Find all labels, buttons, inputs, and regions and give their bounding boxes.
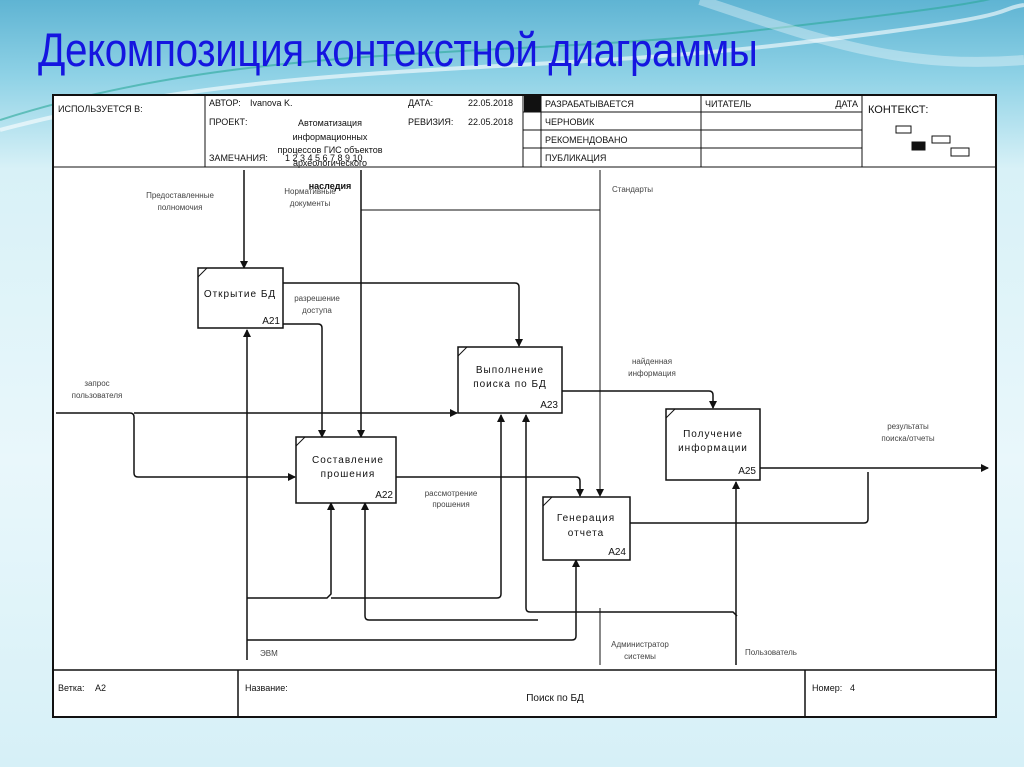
label-access-2: доступа [302, 306, 332, 315]
footer-frame [52, 669, 997, 718]
notes-label: ЗАМЕЧАНИЯ: [209, 153, 268, 163]
label-access-1: разрешение [294, 294, 340, 303]
label-found-info-2: информация [628, 369, 676, 378]
status-checkbox-draft[interactable] [524, 113, 541, 130]
box-id: A22 [375, 490, 393, 501]
author-label: АВТОР: [209, 98, 241, 108]
slide-title: Декомпозиция контекстной диаграммы [38, 23, 758, 76]
label-granted-powers-1: Предоставленные [146, 191, 214, 200]
status-checkbox-developing[interactable] [524, 95, 541, 112]
label-user-request-2: пользователя [72, 391, 123, 400]
date-label: ДАТА: [408, 98, 433, 108]
label-granted-powers-2: полномочия [158, 203, 203, 212]
arrow-admin-a22[interactable] [361, 502, 538, 621]
activity-box-a22[interactable]: Составление прошения A22 [295, 436, 397, 504]
author-value: Ivanova K. [250, 98, 293, 108]
arrow-user-request[interactable] [56, 412, 296, 481]
arrow-a21-to-a23[interactable] [283, 282, 523, 347]
box-id: A23 [540, 400, 558, 411]
status-developing: РАЗРАБАТЫВАЕТСЯ [545, 99, 634, 109]
label-found-info-1: найденная [632, 357, 672, 366]
arrow-computer-a22[interactable] [247, 502, 335, 599]
project-line-3: процессов ГИС объектов [277, 145, 382, 155]
box-title: поиска по БД [473, 379, 547, 390]
context-label: КОНТЕКСТ: [868, 104, 928, 116]
activity-box-a23[interactable]: Выполнение поиска по БД A23 [457, 346, 563, 414]
label-normative-docs-1: Нормативные [284, 187, 336, 196]
project-line-2: информационных [293, 132, 368, 142]
date-value: 22.05.2018 [468, 98, 513, 108]
label-standards: Стандарты [612, 185, 653, 194]
status-draft: ЧЕРНОВИК [545, 117, 595, 127]
status-checkbox-recommended[interactable] [524, 131, 541, 148]
box-title: Составление [312, 455, 384, 466]
notes-value: 1 2 3 4 5 6 7 8 9 10 [285, 153, 363, 163]
label-results-1: результаты [887, 422, 929, 431]
header-frame [52, 94, 997, 168]
footer-number-value: 4 [850, 683, 855, 693]
arrow-found-info[interactable] [562, 390, 717, 409]
box-title: Выполнение [476, 365, 544, 376]
activity-box-a24[interactable]: Генерация отчета A24 [542, 496, 631, 561]
arrow-admin-a23[interactable] [522, 414, 738, 617]
revision-value: 22.05.2018 [468, 117, 513, 127]
reader-label: ЧИТАТЕЛЬ [705, 99, 751, 109]
status-recommended: РЕКОМЕНДОВАНО [545, 135, 627, 145]
used-in-label: ИСПОЛЬЗУЕТСЯ В: [58, 104, 143, 114]
arrow-a24-output[interactable] [630, 472, 869, 524]
project-line-4: археологического [293, 158, 367, 168]
box-id: A25 [738, 466, 756, 477]
project-line-5: наследия [309, 181, 352, 191]
revision-label: РЕВИЗИЯ: [408, 117, 453, 127]
project-label: ПРОЕКТ: [209, 117, 248, 127]
box-title: Получение [683, 429, 743, 440]
arrow-access-permission[interactable] [283, 323, 326, 438]
box-title: прошения [321, 469, 376, 480]
label-normative-docs-2: документы [290, 199, 331, 208]
arrow-computer-a23[interactable] [331, 414, 505, 599]
activity-box-a21[interactable]: Открытие БД A21 [197, 267, 284, 329]
status-publication: ПУБЛИКАЦИЯ [545, 153, 606, 163]
status-checkbox-publication[interactable] [524, 149, 541, 166]
label-admin-2: системы [624, 652, 656, 661]
footer-name-value: Поиск по БД [526, 693, 584, 704]
label-user-request-1: запрос [84, 379, 109, 388]
footer-name-label: Название: [245, 683, 288, 693]
footer-node-value: A2 [95, 683, 106, 693]
context-map-icon [895, 125, 970, 157]
label-computer: ЭВМ [260, 649, 278, 658]
label-admin-1: Администратор [611, 640, 669, 649]
reader-date-label: ДАТА [835, 99, 858, 109]
label-request-review-2: прошения [432, 500, 469, 509]
footer-number-label: Номер: [812, 683, 842, 693]
box-title: Открытие БД [204, 289, 276, 300]
box-id: A24 [608, 547, 626, 558]
box-title: информации [678, 442, 748, 454]
box-title: Генерация [557, 513, 615, 524]
footer-node-label: Ветка: [58, 683, 84, 693]
box-title: отчета [568, 528, 604, 539]
project-line-1: Автоматизация [298, 118, 362, 128]
label-user: Пользователь [745, 648, 797, 657]
box-id: A21 [262, 316, 280, 327]
label-results-2: поиска/отчеты [881, 434, 935, 443]
activity-box-a25[interactable]: Получение информации A25 [665, 408, 761, 481]
arrow-computer-a24[interactable] [247, 559, 580, 641]
arrow-request-review[interactable] [396, 476, 584, 497]
label-request-review-1: рассмотрение [425, 489, 478, 498]
